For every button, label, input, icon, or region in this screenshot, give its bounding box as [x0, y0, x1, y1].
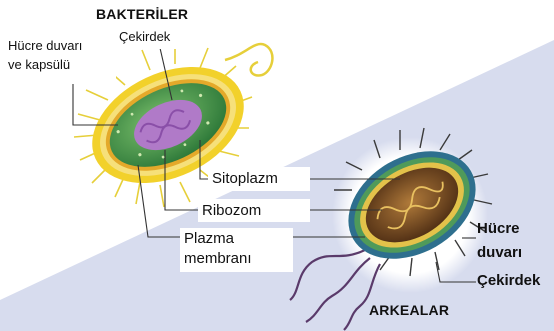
nucleoid-label-box: Çekirdek [117, 27, 191, 49]
cell-wall-label-box: Hücre duvarı ve kapsülü [6, 36, 116, 84]
bacteria-capsule-label: ve kapsülü [8, 58, 70, 73]
archaea-cell-wall-label: Hücre [477, 220, 520, 237]
plasma-membrane-label-2: membranı [184, 250, 252, 267]
bacteria-cell-wall-label: Hücre duvarı [8, 39, 82, 54]
bacteria-nucleoid-label: Çekirdek [119, 30, 170, 45]
bacteria-title: BAKTERİLER [96, 6, 188, 22]
ribosome-label: Ribozom [202, 202, 261, 219]
archaea-nucleoid-label: Çekirdek [477, 272, 540, 289]
cytoplasm-label: Sitoplazm [212, 170, 278, 187]
cytoplasm-label-box: Sitoplazm [208, 167, 310, 191]
plasma-membrane-label: Plazma [184, 230, 234, 247]
archaea-cell-wall-label-2: duvarı [477, 244, 522, 261]
ribosome-label-box: Ribozom [198, 199, 310, 222]
bacterium-flagellum [225, 44, 272, 75]
membrane-label-box: Plazma membranı [180, 228, 293, 272]
archaea-title: ARKEALAR [369, 302, 449, 318]
